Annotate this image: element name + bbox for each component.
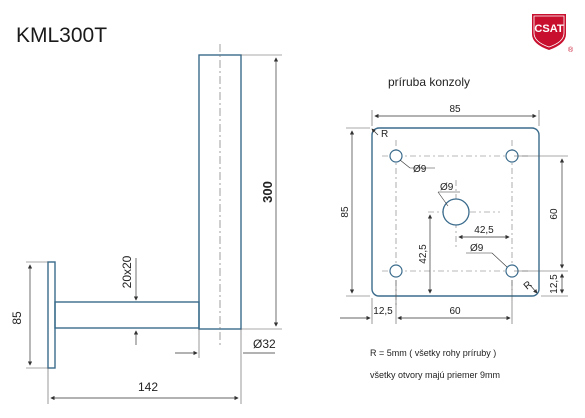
flange-title: príruba konzoly xyxy=(388,75,470,89)
flange-edge-offset-right: 12,5 xyxy=(549,274,560,294)
dim-plate-height: 85 xyxy=(10,311,24,325)
flange-center-offset-h: 42,5 xyxy=(474,225,494,236)
flange-hole-spacing-vertical: 60 xyxy=(549,208,560,220)
flange-edge-offset-bottom: 12,5 xyxy=(373,306,393,317)
bracket-side-view: 300 20x20 85 142 Ø32 xyxy=(10,44,282,404)
corner-radius-bottom: R xyxy=(522,279,535,292)
arm xyxy=(54,301,200,329)
flange-plate-view: 85 85 R R Ø9 Ø9 Ø9 60 12,5 42,5 xyxy=(340,104,568,324)
flange-plate xyxy=(371,127,540,297)
dim-length: 142 xyxy=(138,380,158,394)
hole-dia-top: Ø9 xyxy=(413,164,427,175)
hole-top-left xyxy=(389,149,403,163)
flange-height: 85 xyxy=(340,206,351,218)
hole-center xyxy=(442,198,470,226)
logo-text: CSAT xyxy=(534,23,563,35)
flange-width: 85 xyxy=(449,104,461,115)
csat-logo: CSAT ® xyxy=(532,14,574,54)
hole-dia-bottom: Ø9 xyxy=(470,243,484,254)
wall-plate xyxy=(47,261,56,369)
corner-radius-top: R xyxy=(381,129,388,140)
note-holes: všetky otvory majú priemer 9mm xyxy=(370,370,500,380)
dim-arm-section: 20x20 xyxy=(120,255,134,288)
model-title: KML300T xyxy=(16,24,107,47)
note-radius: R = 5mm ( všetky rohy príruby ) xyxy=(370,348,496,358)
dim-height: 300 xyxy=(260,181,275,203)
flange-hole-spacing-horizontal: 60 xyxy=(449,306,461,317)
registered-mark: ® xyxy=(568,46,574,54)
flange-center-offset-v: 42,5 xyxy=(418,244,429,264)
hole-bottom-left xyxy=(389,264,403,278)
dim-diameter: Ø32 xyxy=(253,337,276,351)
hole-dia-center: Ø9 xyxy=(440,182,454,193)
